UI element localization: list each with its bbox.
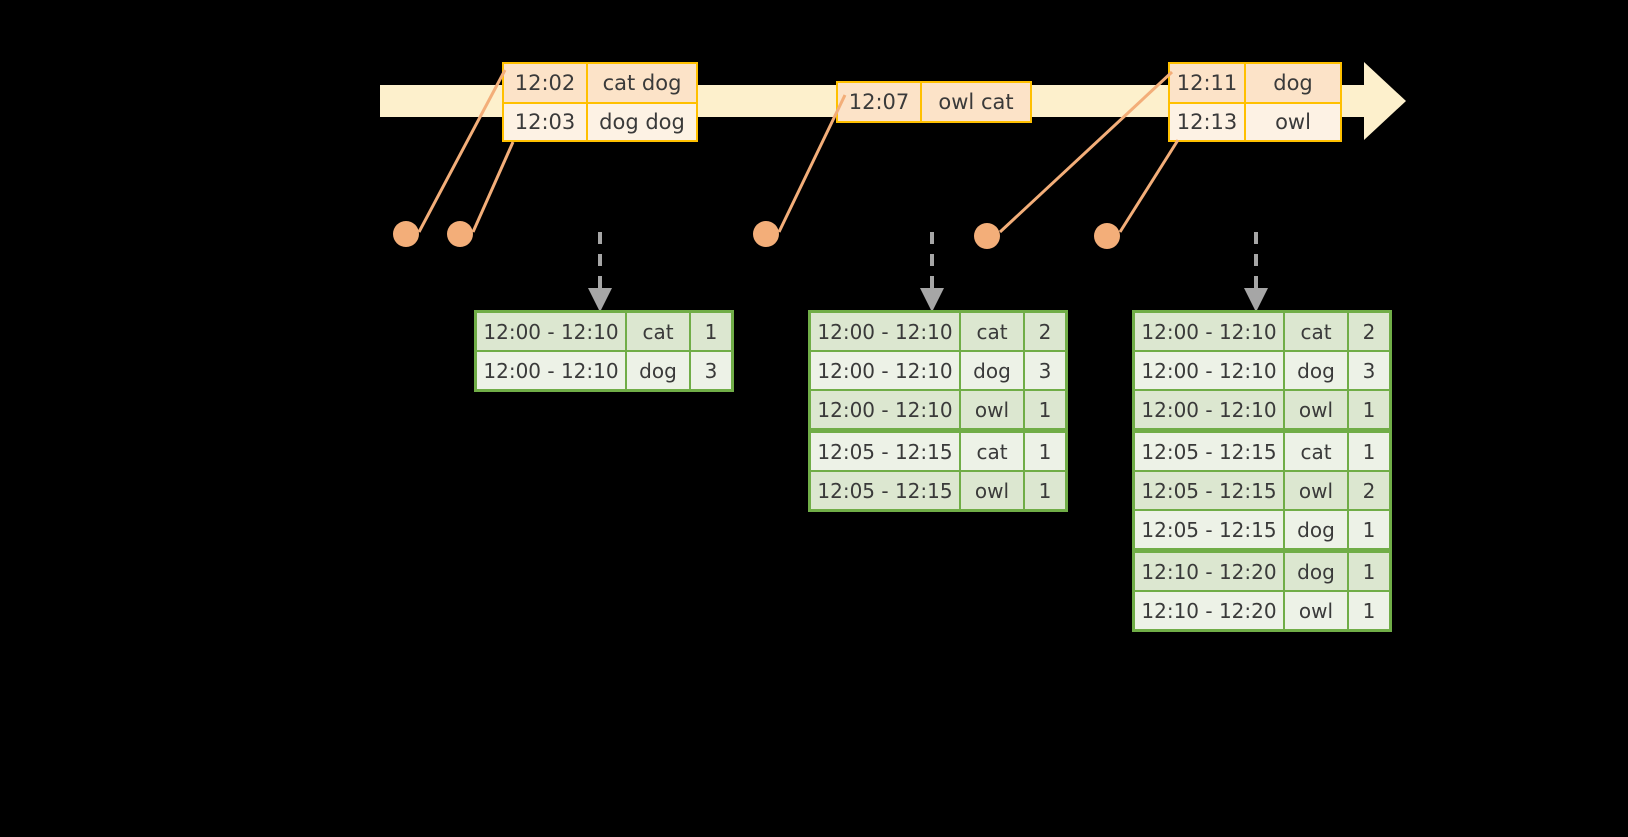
window-cell: 12:00 - 12:10 xyxy=(1135,313,1283,350)
table-row: 12:05 - 12:15 cat 1 xyxy=(811,433,1065,470)
key-cell: dog xyxy=(1285,553,1347,590)
count-cell: 1 xyxy=(1025,433,1065,470)
window-cell: 12:10 - 12:20 xyxy=(1135,553,1283,590)
key-cell: dog xyxy=(627,352,689,389)
count-cell: 3 xyxy=(1025,352,1065,389)
count-cell: 1 xyxy=(1349,391,1389,428)
key-cell: cat xyxy=(961,433,1023,470)
count-cell: 3 xyxy=(1349,352,1389,389)
window-cell: 12:00 - 12:10 xyxy=(811,391,959,428)
window-cell: 12:00 - 12:10 xyxy=(1135,391,1283,428)
window-cell: 12:00 - 12:10 xyxy=(477,352,625,389)
key-cell: dog xyxy=(1285,352,1347,389)
window-cell: 12:05 - 12:15 xyxy=(811,433,959,470)
event-group-3: 12:11 dog 12:13 owl xyxy=(1168,62,1342,142)
key-cell: owl xyxy=(1285,472,1347,509)
event-row: 12:02 cat dog xyxy=(504,64,696,102)
key-cell: cat xyxy=(1285,433,1347,470)
key-cell: owl xyxy=(1285,391,1347,428)
table-row: 12:00 - 12:10 cat 2 xyxy=(811,313,1065,350)
event-time: 12:03 xyxy=(504,104,588,140)
connector-dot-3 xyxy=(753,221,779,247)
table-row: 12:00 - 12:10 dog 3 xyxy=(477,352,731,389)
event-words: cat dog xyxy=(588,64,696,102)
event-time: 12:13 xyxy=(1170,104,1246,140)
event-group-1: 12:02 cat dog 12:03 dog dog xyxy=(502,62,698,142)
event-row: 12:13 owl xyxy=(1170,102,1340,140)
key-cell: dog xyxy=(1285,511,1347,548)
window-cell: 12:05 - 12:15 xyxy=(1135,511,1283,548)
table-row: 12:05 - 12:15 owl 1 xyxy=(811,472,1065,509)
count-cell: 1 xyxy=(1349,433,1389,470)
count-cell: 1 xyxy=(1349,592,1389,629)
event-time: 12:02 xyxy=(504,64,588,102)
event-row: 12:07 owl cat xyxy=(838,83,1030,121)
key-cell: dog xyxy=(961,352,1023,389)
connector-dot-4 xyxy=(974,223,1000,249)
connector-dot-5 xyxy=(1094,223,1120,249)
table-row: 12:05 - 12:15 owl 2 xyxy=(1135,472,1389,509)
event-words: dog xyxy=(1246,64,1340,102)
table-row: 12:00 - 12:10 cat 2 xyxy=(1135,313,1389,350)
table-row: 12:00 - 12:10 owl 1 xyxy=(1135,391,1389,428)
key-cell: cat xyxy=(961,313,1023,350)
result-table-1: 12:00 - 12:10 cat 1 12:00 - 12:10 dog 3 xyxy=(474,310,734,392)
count-cell: 1 xyxy=(691,313,731,350)
count-cell: 1 xyxy=(1025,391,1065,428)
table-row: 12:00 - 12:10 dog 3 xyxy=(1135,352,1389,389)
window-cell: 12:05 - 12:15 xyxy=(1135,472,1283,509)
event-words: dog dog xyxy=(588,104,696,140)
key-cell: owl xyxy=(961,472,1023,509)
window-cell: 12:00 - 12:10 xyxy=(1135,352,1283,389)
window-cell: 12:05 - 12:15 xyxy=(811,472,959,509)
event-time: 12:11 xyxy=(1170,64,1246,102)
event-time: 12:07 xyxy=(838,83,922,121)
key-cell: cat xyxy=(627,313,689,350)
event-group-2: 12:07 owl cat xyxy=(836,81,1032,123)
event-words: owl xyxy=(1246,104,1340,140)
table-row: 12:05 - 12:15 dog 1 xyxy=(1135,511,1389,548)
event-row: 12:11 dog xyxy=(1170,64,1340,102)
event-words: owl cat xyxy=(922,83,1030,121)
count-cell: 3 xyxy=(691,352,731,389)
count-cell: 2 xyxy=(1349,472,1389,509)
timeline-arrow-head-icon xyxy=(1364,62,1406,140)
window-cell: 12:10 - 12:20 xyxy=(1135,592,1283,629)
table-row: 12:00 - 12:10 cat 1 xyxy=(477,313,731,350)
table-row: 12:00 - 12:10 dog 3 xyxy=(811,352,1065,389)
event-row: 12:03 dog dog xyxy=(504,102,696,140)
window-cell: 12:05 - 12:15 xyxy=(1135,433,1283,470)
key-cell: cat xyxy=(1285,313,1347,350)
count-cell: 2 xyxy=(1349,313,1389,350)
result-table-2: 12:00 - 12:10 cat 2 12:00 - 12:10 dog 3 … xyxy=(808,310,1068,512)
count-cell: 1 xyxy=(1349,511,1389,548)
window-cell: 12:00 - 12:10 xyxy=(811,352,959,389)
table-row: 12:05 - 12:15 cat 1 xyxy=(1135,433,1389,470)
connector-dot-2 xyxy=(447,221,473,247)
window-cell: 12:00 - 12:10 xyxy=(477,313,625,350)
table-row: 12:10 - 12:20 owl 1 xyxy=(1135,592,1389,629)
count-cell: 1 xyxy=(1025,472,1065,509)
count-cell: 1 xyxy=(1349,553,1389,590)
connector-dot-1 xyxy=(393,221,419,247)
key-cell: owl xyxy=(961,391,1023,428)
table-row: 12:10 - 12:20 dog 1 xyxy=(1135,553,1389,590)
result-table-3: 12:00 - 12:10 cat 2 12:00 - 12:10 dog 3 … xyxy=(1132,310,1392,632)
key-cell: owl xyxy=(1285,592,1347,629)
window-cell: 12:00 - 12:10 xyxy=(811,313,959,350)
count-cell: 2 xyxy=(1025,313,1065,350)
table-row: 12:00 - 12:10 owl 1 xyxy=(811,391,1065,428)
